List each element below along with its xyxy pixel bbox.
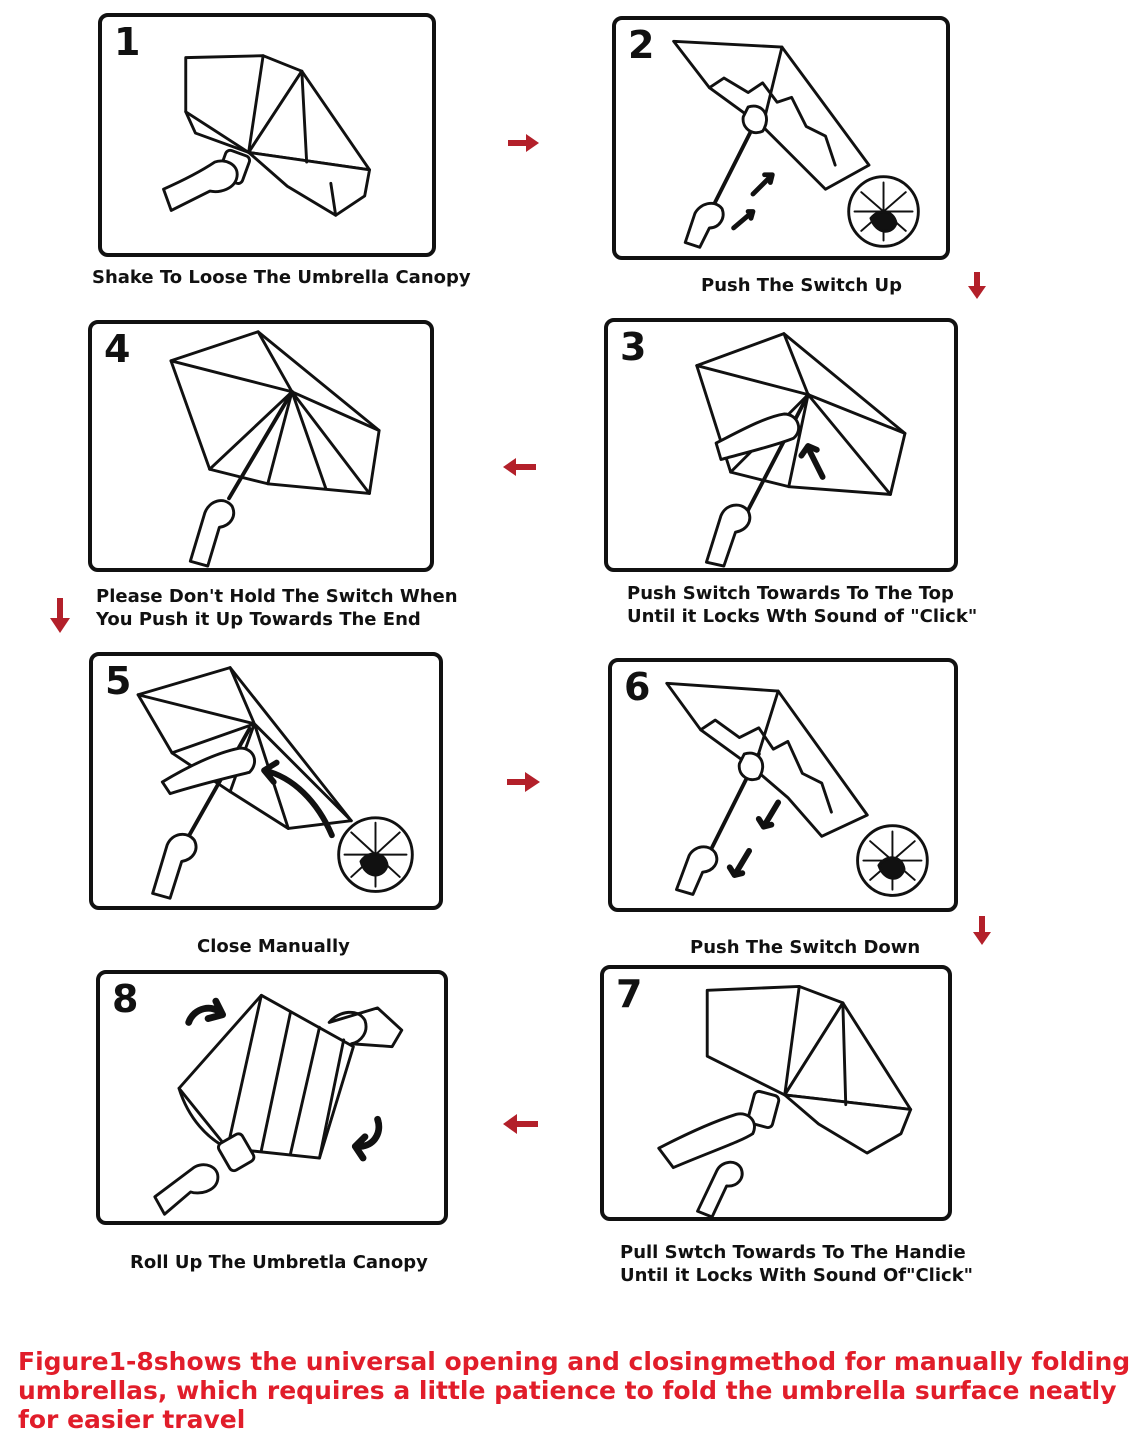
- locking-closed-umbrella-illustration: [657, 984, 913, 1219]
- red-arrow-icon: [503, 1114, 538, 1134]
- step-6-caption: Push The Switch Down: [690, 936, 920, 959]
- closed-umbrella-illustration: [162, 54, 371, 217]
- step-7-caption-line-1: Pull Swtch Towards To The Handie: [620, 1242, 966, 1263]
- step-2-caption: Push The Switch Up: [701, 274, 902, 297]
- step-4-number: 4: [104, 327, 131, 371]
- step-3-caption: Push Switch Towards To The Top Until it …: [627, 582, 977, 628]
- step-5-panel: 5: [89, 652, 443, 910]
- step-3-panel: 3: [604, 318, 958, 572]
- step-3-number: 3: [620, 325, 647, 369]
- step-7-panel: 7: [600, 965, 952, 1221]
- step-2-number: 2: [628, 23, 655, 67]
- step-4-caption: Please Don't Hold The Switch When You Pu…: [96, 585, 458, 631]
- footer-line-2: umbrellas, which requires a little patie…: [18, 1376, 1117, 1405]
- red-arrow-icon: [968, 272, 986, 299]
- step-7-caption-line-2: Until it Locks With Sound Of"Click": [620, 1265, 974, 1286]
- step-6-panel: 6: [608, 658, 958, 912]
- step-4-caption-line-2: You Push it Up Towards The End: [96, 609, 421, 630]
- red-arrow-icon: [50, 598, 70, 633]
- step-1-caption-line: Shake To Loose The Umbrella Canopy: [92, 267, 471, 288]
- step-2-caption-line: Push The Switch Up: [701, 275, 902, 296]
- step-8-caption-line: Roll Up The Umbretla Canopy: [130, 1252, 428, 1273]
- step-1-panel: 1: [98, 13, 436, 257]
- red-arrow-icon: [507, 772, 540, 792]
- step-1-number: 1: [114, 20, 141, 64]
- step-5-number: 5: [105, 659, 132, 703]
- step-1-caption: Shake To Loose The Umbrella Canopy: [92, 266, 471, 289]
- step-4-caption-line-1: Please Don't Hold The Switch When: [96, 586, 458, 607]
- locking-umbrella-illustration: [695, 332, 907, 568]
- step-5-caption-line: Close Manually: [197, 936, 350, 957]
- footer-line-1: Figure1-8shows the universal opening and…: [18, 1347, 1130, 1376]
- step-5-caption: Close Manually: [197, 935, 350, 958]
- step-3-caption-line-2: Until it Locks Wth Sound of "Click": [627, 606, 978, 627]
- step-2-panel: 2: [612, 16, 950, 260]
- step-7-caption: Pull Swtch Towards To The Handie Until i…: [620, 1241, 973, 1287]
- curved-rotate-arrow-icon: [351, 1115, 383, 1162]
- footer-note: Figure1-8shows the universal opening and…: [18, 1347, 1130, 1434]
- switch-down-umbrella-illustration: [665, 681, 929, 897]
- step-6-caption-line: Push The Switch Down: [690, 937, 921, 958]
- footer-line-3: for easier travel: [18, 1405, 246, 1434]
- step-8-number: 8: [112, 977, 139, 1021]
- rolling-umbrella-illustration: [153, 993, 404, 1216]
- red-arrow-icon: [508, 134, 539, 152]
- red-arrow-icon: [973, 916, 991, 945]
- step-3-caption-line-1: Push Switch Towards To The Top: [627, 583, 954, 604]
- step-8-caption: Roll Up The Umbretla Canopy: [130, 1251, 428, 1274]
- step-6-number: 6: [624, 665, 651, 709]
- opening-umbrella-illustration: [672, 39, 920, 249]
- open-umbrella-illustration: [169, 330, 381, 568]
- step-4-panel: 4: [88, 320, 434, 572]
- step-7-number: 7: [616, 972, 643, 1016]
- step-8-panel: 8: [96, 970, 448, 1225]
- closing-umbrella-illustration: [136, 666, 414, 900]
- curved-rotate-arrow-icon: [185, 997, 226, 1026]
- red-arrow-icon: [503, 458, 536, 476]
